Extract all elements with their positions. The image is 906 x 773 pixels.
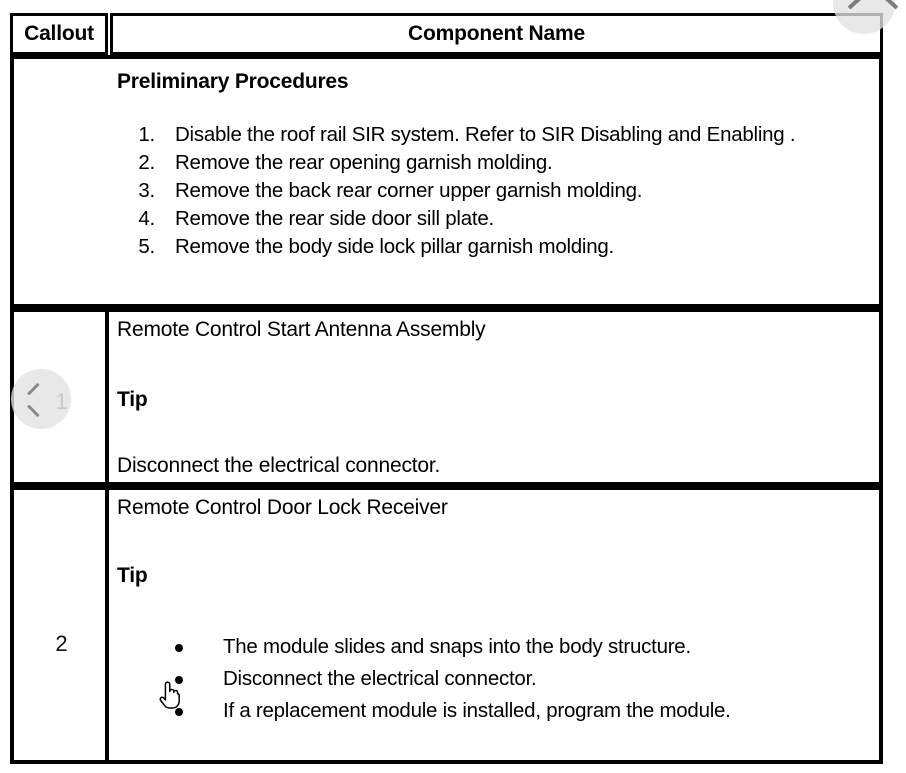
tip-label-1: Tip: [117, 388, 148, 411]
callout-cell-2: 2: [14, 490, 109, 760]
table-row-callout-1: 1 Remote Control Start Antenna Assembly …: [10, 308, 883, 486]
step-text: Remove the back rear corner upper garnis…: [175, 179, 643, 202]
table-row-callout-2: 2 Remote Control Door Lock Receiver Tip …: [10, 486, 883, 764]
step-text: Remove the rear opening garnish molding.: [175, 151, 553, 174]
step-number: 4.: [138, 207, 155, 230]
step-number: 3.: [138, 179, 155, 202]
column-header-callout: Callout: [10, 13, 108, 55]
tip-label-2: Tip: [117, 564, 148, 587]
step-number: 1.: [138, 123, 155, 146]
callout-cell-preliminary: [14, 59, 109, 304]
callout-number-2: 2: [55, 631, 68, 656]
bullet-dot-icon: [175, 708, 183, 716]
step-text: Disable the roof rail SIR system. Refer …: [175, 123, 796, 146]
step-number: 5.: [138, 235, 155, 258]
bullet-text: If a replacement module is installed, pr…: [223, 699, 731, 722]
step-text: Remove the body side lock pillar garnish…: [175, 235, 614, 258]
component-cell-preliminary: Preliminary Procedures 1. Disable the ro…: [113, 59, 879, 304]
bullet-dot-icon: [175, 644, 183, 652]
bullet-dot-icon: [175, 676, 183, 684]
tip-text-1: Disconnect the electrical connector.: [117, 454, 441, 477]
component-name-1: Remote Control Start Antenna Assembly: [117, 318, 486, 341]
component-cell-1: Remote Control Start Antenna Assembly Ti…: [113, 312, 879, 482]
bullet-text: Disconnect the electrical connector.: [223, 667, 537, 690]
step-number: 2.: [138, 151, 155, 174]
chevron-up-icon: [851, 2, 877, 16]
chevron-left-icon: [28, 388, 41, 410]
preliminary-procedures-title: Preliminary Procedures: [117, 70, 349, 93]
table-header-row: Callout Component Name: [10, 13, 883, 55]
table-row-preliminary: Preliminary Procedures 1. Disable the ro…: [10, 55, 883, 308]
component-cell-2: Remote Control Door Lock Receiver Tip Th…: [113, 490, 879, 760]
bullet-text: The module slides and snaps into the bod…: [223, 635, 691, 658]
step-text: Remove the rear side door sill plate.: [175, 207, 494, 230]
column-header-component-name: Component Name: [110, 13, 883, 55]
previous-page-button[interactable]: [11, 369, 71, 429]
component-table: Callout Component Name Preliminary Proce…: [10, 13, 883, 764]
component-name-2: Remote Control Door Lock Receiver: [117, 496, 448, 519]
